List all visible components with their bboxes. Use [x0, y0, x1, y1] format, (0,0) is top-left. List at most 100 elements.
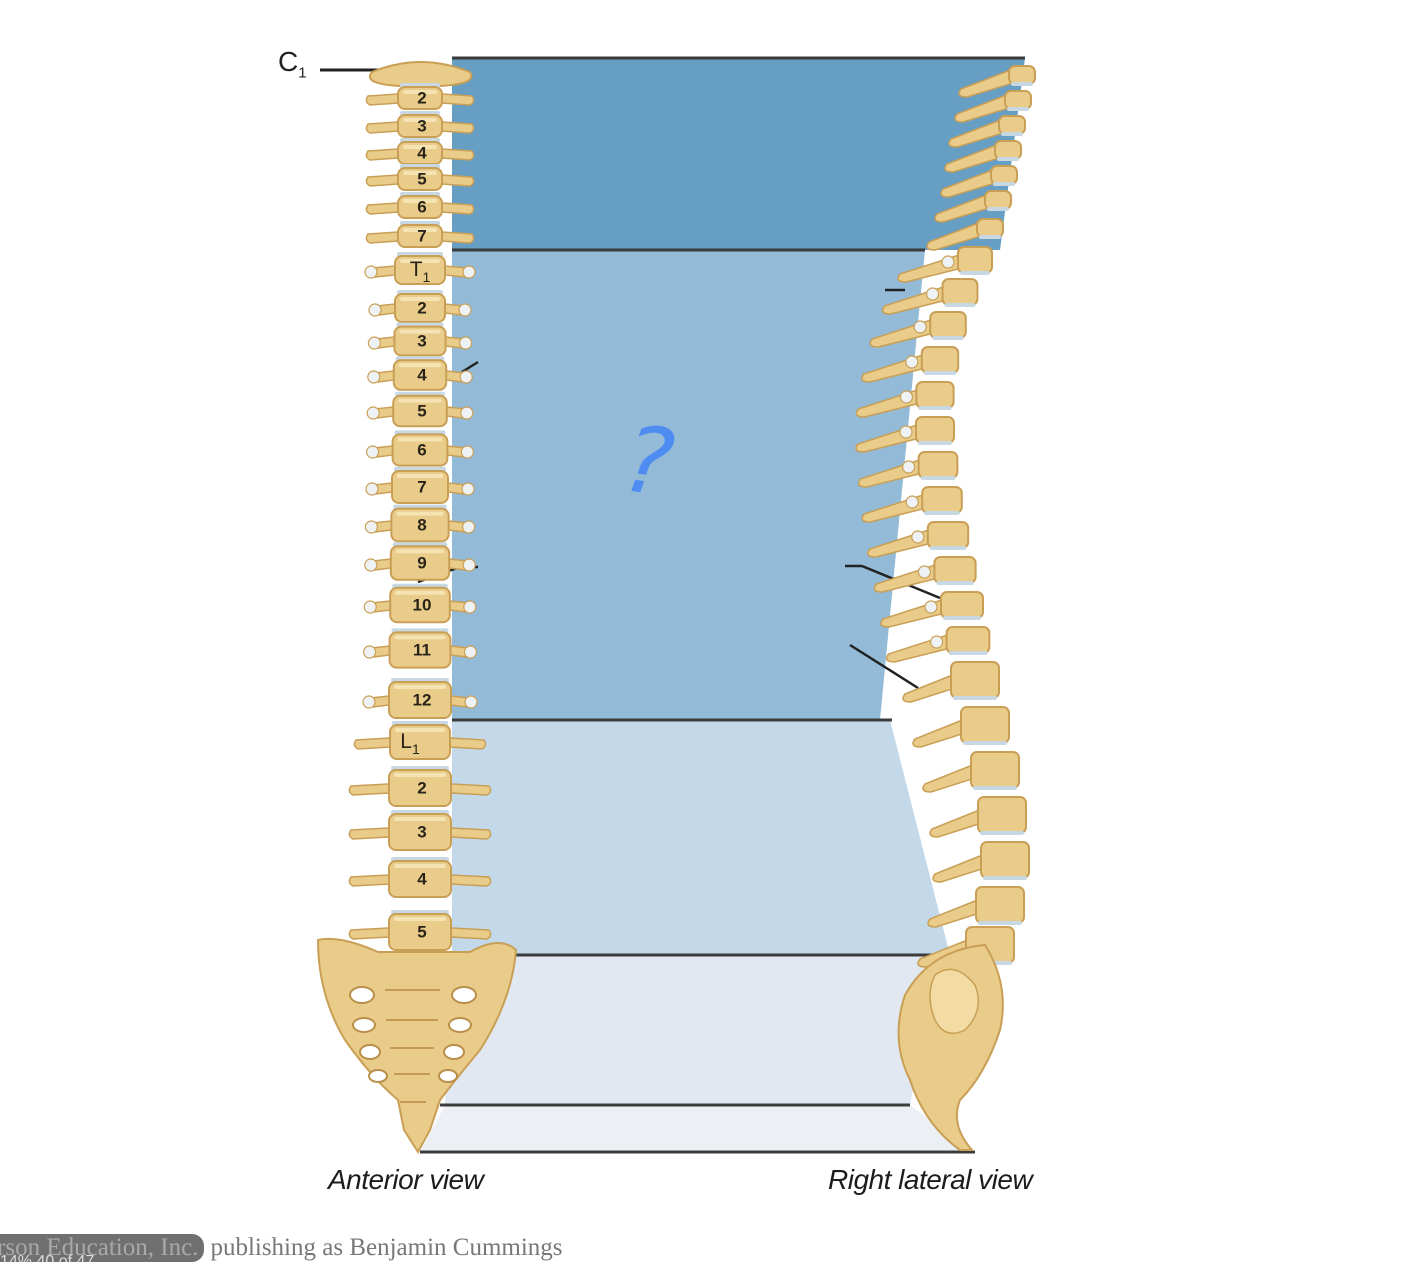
page-indicator: 14% 40 of 47 [0, 1254, 240, 1262]
body-highlight [397, 437, 443, 442]
anterior-vertebra: 6 [366, 430, 474, 467]
intervertebral-disc [918, 441, 952, 445]
pointer-line [461, 360, 479, 374]
intervertebral-disc [944, 303, 976, 307]
anterior-vertebra: 5 [348, 910, 492, 951]
body-highlight [403, 118, 437, 122]
vertebral-body [393, 325, 447, 357]
cervical-region-band [452, 58, 1025, 250]
anterior-vertebra: 7 [365, 221, 475, 248]
body-highlight [395, 590, 445, 595]
rib-facet [917, 565, 932, 579]
vertebral-body [391, 433, 449, 467]
vertebral-body [960, 706, 1010, 744]
spinous-process [917, 937, 971, 968]
vertebra-number: 8 [417, 515, 426, 534]
rib-facet [362, 695, 376, 709]
sacral-foramina [349, 986, 477, 1083]
body-highlight [394, 635, 446, 640]
rib-facet [941, 255, 955, 269]
region-boundary-lines [420, 56, 1025, 1154]
anterior-vertebra [353, 721, 487, 760]
body-highlight [394, 817, 446, 821]
transverse-process [441, 93, 475, 106]
transverse-process [348, 783, 390, 796]
anterior-vertebra: 5 [366, 391, 474, 428]
rib-facet [459, 336, 473, 350]
vertebral-body [957, 246, 993, 274]
lateral-vertebra [944, 140, 1022, 173]
sacral-foramen [448, 1017, 472, 1033]
vertebral-body [389, 545, 451, 581]
vertebral-body [1004, 90, 1032, 110]
vertebral-body [388, 631, 452, 669]
intervertebral-disc [987, 207, 1009, 211]
rib-facet [905, 355, 919, 369]
rib-facet [460, 406, 474, 420]
lateral-vertebra [880, 591, 984, 628]
vertebra-number: 2 [417, 298, 426, 317]
vertebral-body [994, 140, 1022, 160]
rib-facet [899, 425, 913, 439]
spinous-process [932, 852, 986, 883]
intervertebral-disc [1001, 132, 1023, 136]
c1-subscript: 1 [298, 64, 307, 82]
spinous-process [927, 897, 981, 928]
lateral-vertebra [885, 626, 991, 663]
vertebral-body [917, 451, 959, 479]
spinous-process [940, 167, 996, 198]
anterior-vertebra: 9 [364, 542, 476, 581]
rib-facet [364, 265, 378, 279]
rib-facet [365, 482, 379, 496]
intervertebral-disc [997, 157, 1019, 161]
intervertebral-disc [993, 182, 1015, 186]
rib-facet [458, 303, 472, 317]
anterior-vertebra: 4 [367, 356, 473, 391]
sacral-foramen [368, 1069, 388, 1083]
vertebral-body [941, 278, 979, 306]
rib-facet [366, 406, 380, 420]
rib-facet [901, 460, 916, 474]
vertebral-body [975, 886, 1025, 924]
vertebral-body [388, 769, 452, 807]
lateral-vertebra [897, 246, 993, 283]
vertebra-number: 3 [417, 822, 426, 841]
spinous-process [922, 762, 976, 793]
anterior-vertebra: 3 [367, 322, 473, 357]
lateral-vertebra [855, 381, 955, 418]
intervertebral-disc [953, 696, 997, 700]
lateral-vertebra [932, 841, 1030, 883]
lateral-vertebra [954, 90, 1032, 123]
intervertebral-disc [936, 581, 974, 585]
body-highlight [399, 329, 441, 334]
vertebra-number: 4 [417, 365, 427, 384]
vertebral-body [915, 416, 955, 444]
body-highlight [403, 228, 437, 232]
rib-facet [367, 336, 381, 350]
vertebral-body [390, 507, 450, 543]
vertebra-number: 12 [413, 690, 432, 709]
rib-facet [462, 265, 476, 279]
lateral-vertebra [927, 886, 1025, 928]
spinous-process [954, 92, 1010, 123]
rib-facet [461, 482, 475, 496]
intervertebral-disc [983, 876, 1027, 880]
lateral-vertebra [867, 521, 970, 558]
transverse-process [348, 874, 390, 887]
body-highlight [403, 145, 437, 149]
lateral-vertebra [940, 165, 1018, 198]
lateral-vertebra [929, 796, 1027, 838]
intervertebral-disc [943, 616, 981, 620]
l1-label: L1 [400, 730, 420, 757]
vertebral-body [388, 681, 452, 719]
rib-facet [929, 635, 944, 649]
vertebra-number: 5 [417, 922, 426, 941]
rib-facet [364, 558, 378, 572]
transverse-process [450, 783, 492, 796]
vertebral-body [926, 521, 970, 549]
rib-facet [460, 445, 474, 459]
sacral-foramen [443, 1044, 465, 1060]
sacral-auricular-surface [929, 968, 980, 1035]
anterior-vertebra: 7 [365, 467, 475, 504]
intervertebral-disc [929, 546, 967, 550]
